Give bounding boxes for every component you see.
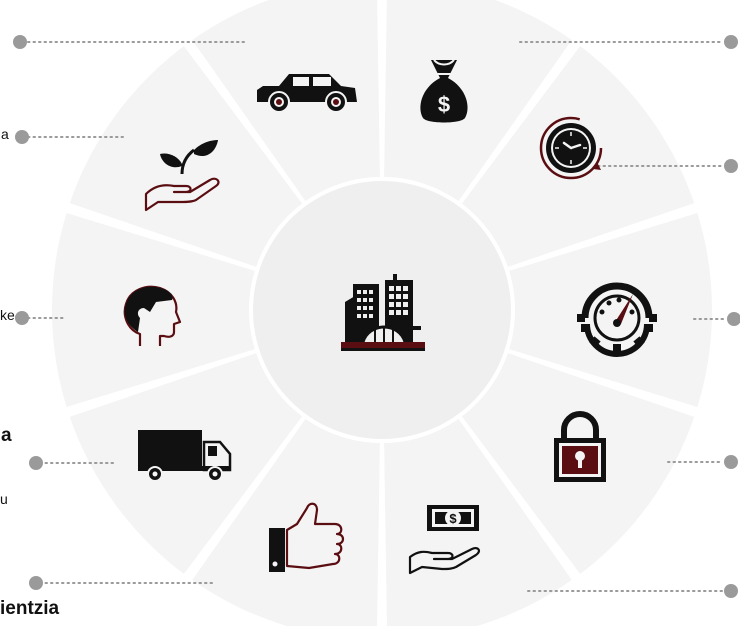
speedometer-gear-icon [577, 282, 657, 357]
connector-dot [724, 455, 738, 469]
label-fragment-2: ke [0, 307, 15, 323]
center-circle [253, 181, 511, 439]
padlock-icon [554, 411, 606, 482]
connector-dots [13, 35, 740, 598]
heading-fragment-4: ientzia [0, 598, 60, 619]
connector-dot [15, 130, 29, 144]
ring-segment-person-head [51, 212, 255, 408]
connector-dot [724, 584, 738, 598]
person-head-icon [123, 285, 182, 346]
connector-dot [724, 35, 738, 49]
car-icon [257, 74, 357, 113]
heading-fragment-3: a [1, 425, 12, 446]
plant-in-hand-icon [144, 140, 220, 212]
money-bag-icon: $ [420, 59, 468, 123]
connector-dot [29, 576, 43, 590]
ring-segment-thumbs-up [192, 418, 380, 626]
thumbs-up-icon [269, 502, 345, 572]
svg-text:$: $ [449, 511, 457, 526]
connector-dot [15, 311, 29, 325]
delivery-truck-icon [138, 430, 232, 482]
connector-dot [727, 312, 740, 326]
label-fragment-3: u [0, 491, 8, 507]
svg-text:$: $ [438, 92, 450, 117]
connector-lines [27, 41, 725, 592]
connector-dot [29, 456, 43, 470]
connector-dot [13, 35, 27, 49]
clock-icon [539, 116, 603, 180]
label-fragment-1: a [1, 126, 9, 142]
hand-money-icon: $ [408, 505, 481, 575]
city-buildings-bridge-icon [341, 274, 425, 351]
connector-dot [724, 159, 738, 173]
ring-segment-money-bag [384, 0, 572, 202]
